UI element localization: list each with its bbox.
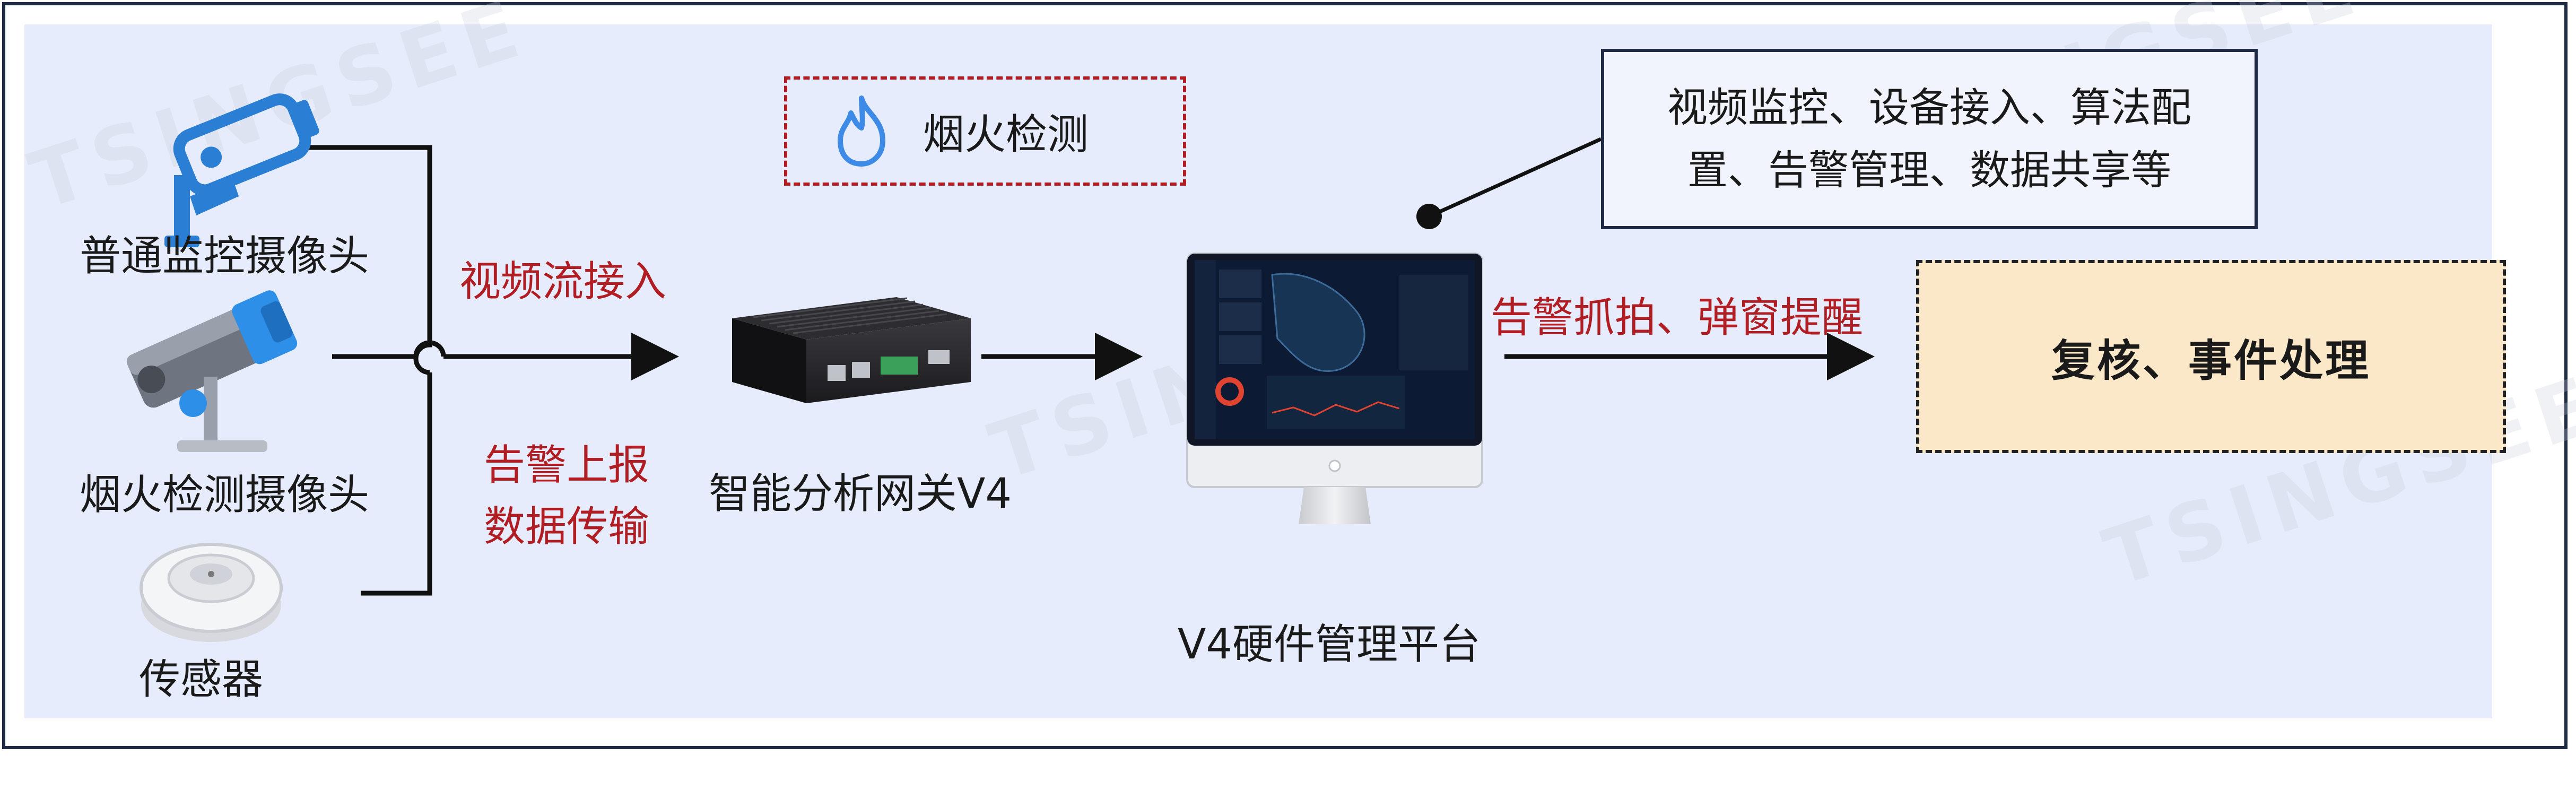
gateway-label: 智能分析网关V4 <box>709 470 1012 518</box>
review-label: 复核、事件处理 <box>2051 335 2371 386</box>
callout-line-1: 视频监控、设备接入、算法配 <box>1667 84 2191 131</box>
surveillance-camera-icon <box>164 93 319 247</box>
fire-detection-box: 烟火检测 <box>784 76 1186 186</box>
review-box: 复核、事件处理 <box>1916 260 2506 453</box>
device-bracket <box>302 145 446 596</box>
flame-icon <box>838 96 885 167</box>
platform-monitor-icon <box>1186 253 1483 524</box>
fire-detection-label: 烟火检测 <box>923 111 1089 159</box>
video-in-label: 视频流接入 <box>459 258 667 306</box>
platform-features-callout: 视频监控、设备接入、算法配 置、告警管理、数据共享等 <box>1601 49 2258 229</box>
callout-pointer <box>1428 137 1602 219</box>
smoke-sensor-icon <box>140 543 283 642</box>
data-transfer-label: 数据传输 <box>484 503 650 551</box>
fire-camera-icon <box>126 290 298 452</box>
camera2-label: 烟火检测摄像头 <box>80 471 370 519</box>
gateway-device-icon <box>732 297 971 403</box>
callout-line-2: 置、告警管理、数据共享等 <box>1687 146 2171 194</box>
platform-label: V4硬件管理平台 <box>1178 621 1481 669</box>
callout-dot <box>1416 204 1442 229</box>
alarm-capture-label: 告警抓拍、弹窗提醒 <box>1491 294 1864 342</box>
camera1-label: 普通监控摄像头 <box>80 232 370 280</box>
alarm-report-label: 告警上报 <box>484 441 650 489</box>
sensor-label: 传感器 <box>139 656 264 704</box>
